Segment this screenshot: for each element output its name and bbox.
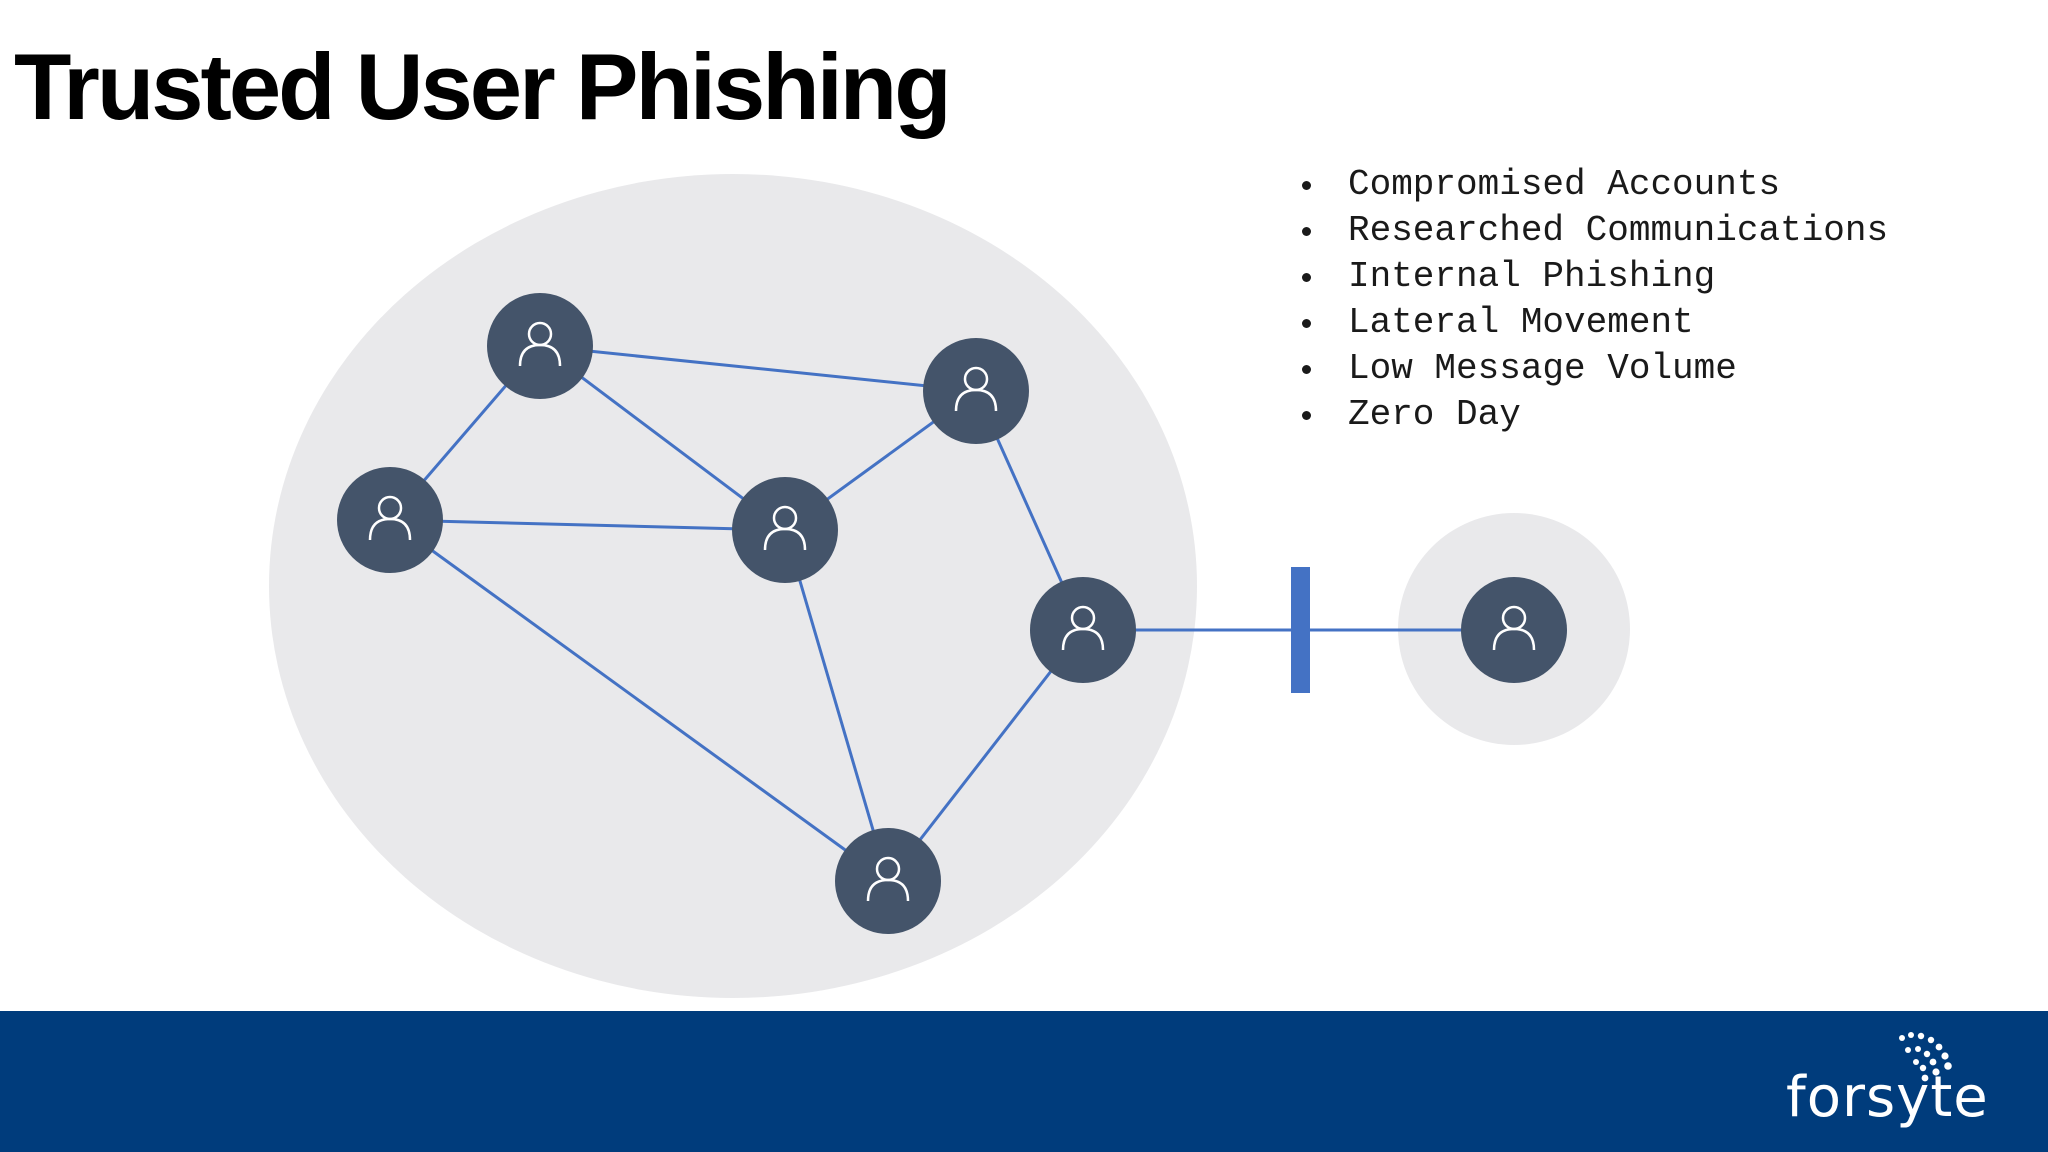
bullet-list: Compromised Accounts Researched Communic…: [1290, 162, 1888, 438]
bullet-dot-icon: [1302, 411, 1311, 420]
network-edge: [389, 518, 889, 883]
bullet-dot-icon: [1302, 319, 1311, 328]
user-node: [337, 467, 443, 573]
bullet-dot-icon: [1302, 273, 1311, 282]
bullet-dot-icon: [1302, 227, 1311, 236]
bullet-item: Low Message Volume: [1290, 346, 1888, 392]
external-user-node: [1461, 577, 1567, 683]
bullet-dot-icon: [1302, 181, 1311, 190]
user-node: [835, 828, 941, 934]
user-node: [923, 338, 1029, 444]
signal-arc-icon: [1899, 1032, 1952, 1082]
user-node: [487, 293, 593, 399]
network-edge: [389, 518, 786, 532]
slide-title: Trusted User Phishing: [14, 34, 952, 139]
network-edge: [539, 344, 977, 393]
user-node: [1030, 577, 1136, 683]
network-diagram: [269, 174, 1630, 998]
user-icon: [866, 856, 910, 902]
user-icon: [954, 366, 998, 412]
barrier-bar: [1291, 567, 1310, 693]
user-icon: [518, 321, 562, 367]
forsyte-logo: forsyte: [1786, 1030, 1996, 1140]
logo-text: forsyte: [1786, 1065, 1989, 1130]
user-icon: [1061, 605, 1105, 651]
bullet-item: Lateral Movement: [1290, 300, 1888, 346]
user-icon: [763, 505, 807, 551]
user-icon: [368, 495, 412, 541]
bullet-item: Compromised Accounts: [1290, 162, 1888, 208]
bullet-item: Researched Communications: [1290, 208, 1888, 254]
bullet-dot-icon: [1302, 365, 1311, 374]
user-node: [732, 477, 838, 583]
bullet-item: Zero Day: [1290, 392, 1888, 438]
bullet-item: Internal Phishing: [1290, 254, 1888, 300]
user-icon: [1492, 605, 1536, 651]
footer-bar: [0, 1011, 2048, 1152]
network-edge: [783, 529, 890, 882]
